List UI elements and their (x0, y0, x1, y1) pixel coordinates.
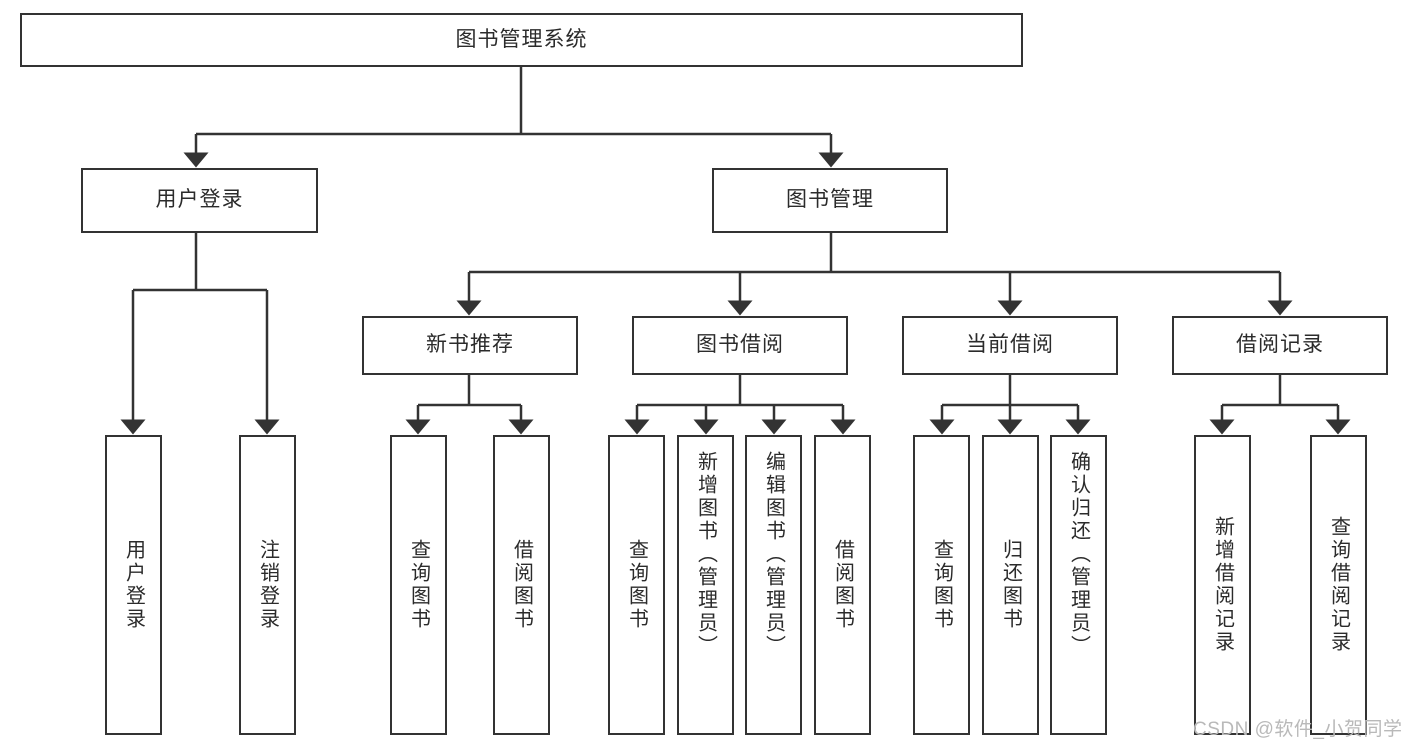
leaf-add-book-admin[interactable]: 新增图书（管理员） (677, 435, 734, 735)
leaf-edit-book-admin[interactable]: 编辑图书（管理员） (745, 435, 802, 735)
node-label: 借阅图书 (831, 539, 854, 631)
node-current-borrow[interactable]: 当前借阅 (902, 316, 1118, 375)
node-borrow-record[interactable]: 借阅记录 (1172, 316, 1388, 375)
node-label: 新书推荐 (426, 333, 514, 357)
node-label: 新增借阅记录 (1211, 516, 1234, 654)
node-book-borrow[interactable]: 图书借阅 (632, 316, 848, 375)
node-label: 注销登录 (256, 539, 279, 631)
leaf-query-book-current[interactable]: 查询图书 (913, 435, 970, 735)
leaf-borrow-book[interactable]: 借阅图书 (814, 435, 871, 735)
node-label: 图书管理系统 (455, 27, 588, 51)
node-label: 借阅图书 (510, 539, 533, 631)
leaf-query-book-borrow[interactable]: 查询图书 (608, 435, 665, 735)
node-label: 归还图书 (999, 539, 1022, 631)
leaf-borrow-book-recommend[interactable]: 借阅图书 (493, 435, 550, 735)
node-user-login[interactable]: 用户登录 (81, 168, 318, 233)
leaf-add-borrow-record[interactable]: 新增借阅记录 (1194, 435, 1251, 735)
node-label: 图书借阅 (696, 333, 784, 357)
node-new-book-recommend[interactable]: 新书推荐 (362, 316, 578, 375)
leaf-return-book[interactable]: 归还图书 (982, 435, 1039, 735)
node-label: 确认归还（管理员） (1067, 451, 1090, 658)
node-label: 借阅记录 (1236, 333, 1324, 357)
node-label: 查询图书 (407, 539, 430, 631)
leaf-logout[interactable]: 注销登录 (239, 435, 296, 735)
node-label: 用户登录 (122, 539, 145, 631)
node-label: 当前借阅 (966, 333, 1054, 357)
leaf-query-borrow-record[interactable]: 查询借阅记录 (1310, 435, 1367, 735)
node-book-management[interactable]: 图书管理 (712, 168, 948, 233)
leaf-user-login[interactable]: 用户登录 (105, 435, 162, 735)
node-label: 图书管理 (786, 188, 874, 212)
node-label: 用户登录 (155, 188, 244, 212)
node-label: 新增图书（管理员） (694, 451, 717, 658)
node-root-book-management-system[interactable]: 图书管理系统 (20, 13, 1023, 67)
node-label: 查询图书 (930, 539, 953, 631)
leaf-query-book-recommend[interactable]: 查询图书 (390, 435, 447, 735)
node-label: 查询借阅记录 (1327, 516, 1350, 654)
csdn-watermark: CSDN @软件_小贺同学 (1193, 719, 1403, 740)
node-label: 编辑图书（管理员） (762, 451, 785, 658)
node-label: 查询图书 (625, 539, 648, 631)
leaf-confirm-return-admin[interactable]: 确认归还（管理员） (1050, 435, 1107, 735)
